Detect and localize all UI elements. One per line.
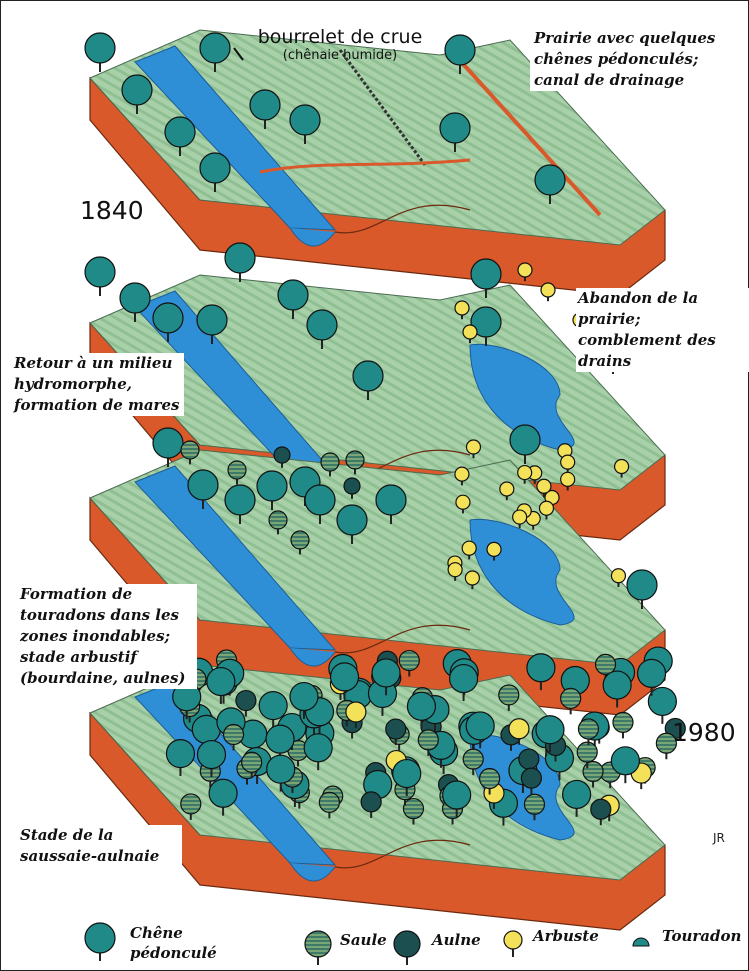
legend-label-alder: Aulne — [432, 930, 481, 950]
year-end: 1980 — [672, 718, 736, 747]
crue-label: bourrelet de crue (chênaie humide) — [240, 26, 440, 63]
stage-label-3: Retour à un milieu hydromorphe, formatio… — [12, 353, 184, 416]
stage-label-5: Stade de la saussaie-aulnaie — [18, 825, 182, 867]
year-start: 1840 — [80, 196, 144, 225]
legend-label-oak: Chêne pédonculé — [130, 923, 220, 963]
stage-label-2: Abandon de la prairie; comblement des dr… — [576, 288, 749, 372]
crue-title: bourrelet de crue — [240, 26, 440, 48]
legend-label-shrub: Arbuste — [533, 926, 599, 946]
crue-subtitle: (chênaie humide) — [240, 48, 440, 63]
legend-label-tussock: Touradon — [662, 926, 741, 946]
stage-label-4: Formation de touradons dans les zones in… — [18, 584, 197, 689]
legend-label-willow: Saule — [340, 930, 387, 950]
stage-label-1: Prairie avec quelques chênes pédonculés;… — [530, 28, 733, 91]
